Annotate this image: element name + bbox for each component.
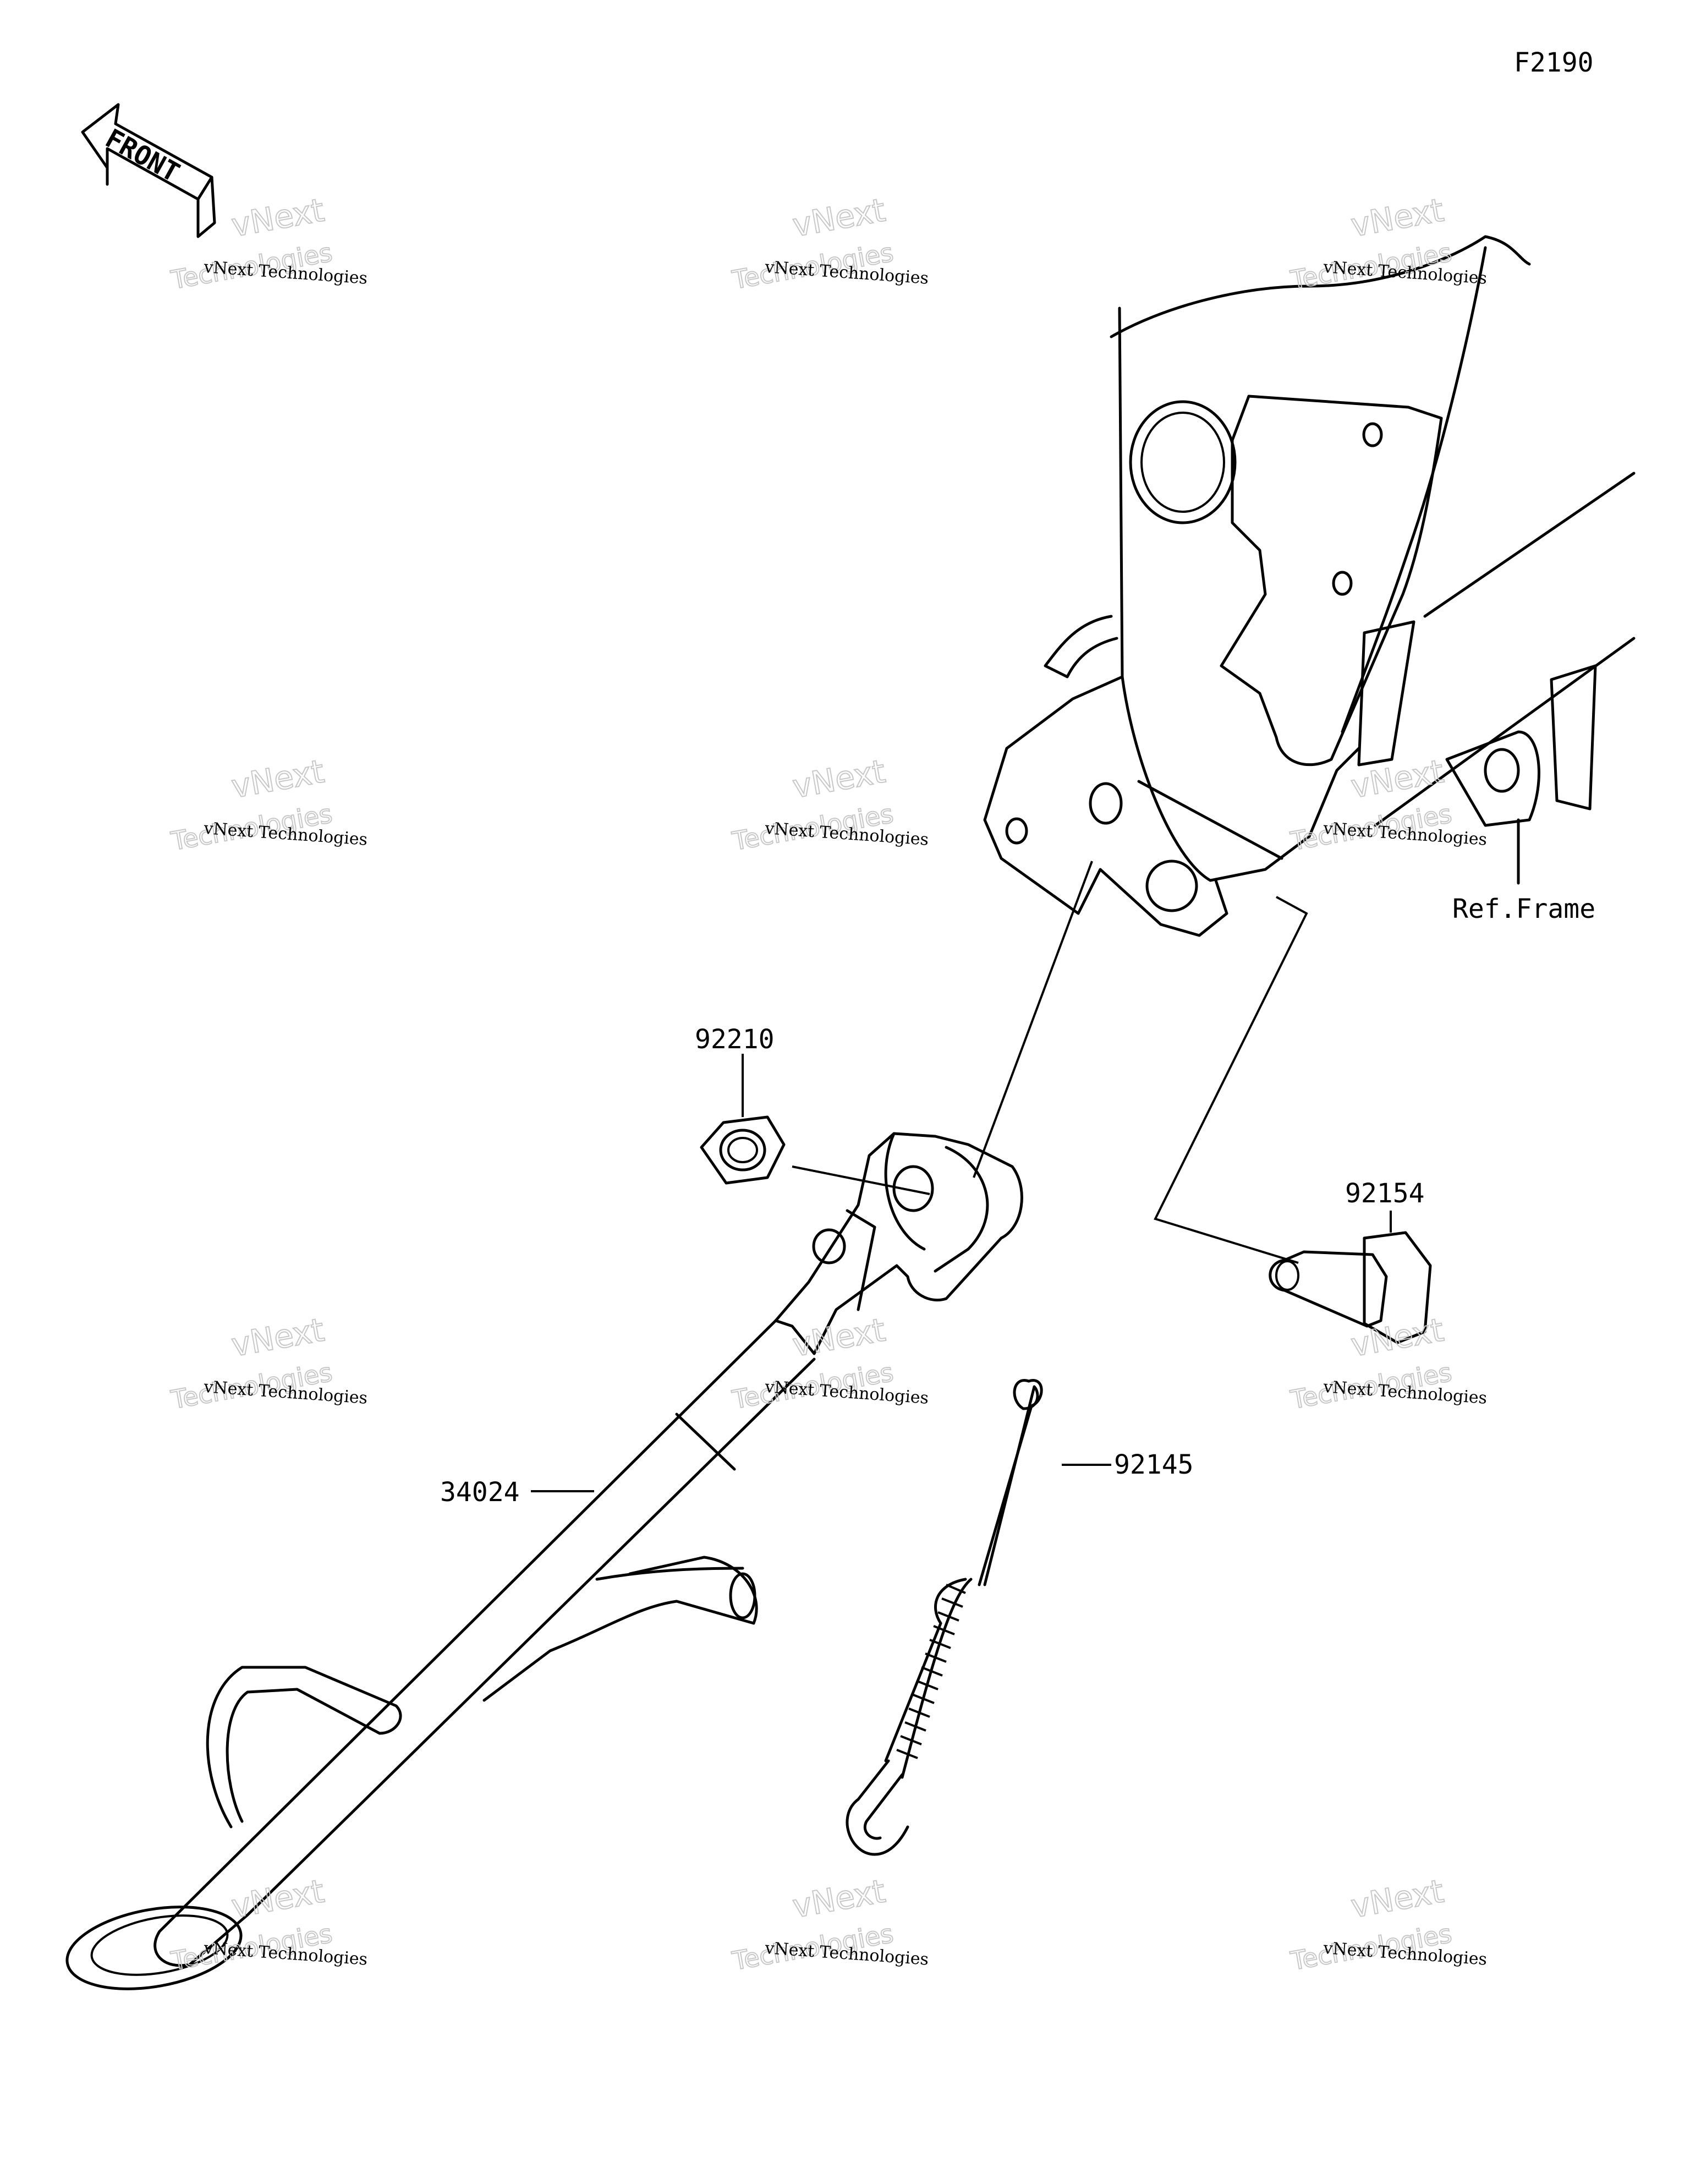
svg-text:vNext: vNext — [1348, 1872, 1447, 1925]
spring-92145 — [846, 1379, 1043, 1856]
svg-text:vNext: vNext — [1348, 752, 1447, 805]
front-arrow-icon: FRONT — [81, 103, 216, 238]
svg-text:vNext: vNext — [1348, 191, 1447, 244]
svg-text:vNext: vNext — [229, 191, 327, 244]
side-stand-34024 — [65, 1132, 1023, 1990]
assembly-line-left — [973, 861, 1093, 1178]
bolt-92154 — [1269, 1231, 1432, 1344]
figure-id: F2190 — [1514, 47, 1594, 78]
assembly-line-right — [1154, 896, 1308, 1264]
callout-92154: 92154 — [1345, 1178, 1425, 1209]
svg-text:vNext: vNext — [790, 752, 888, 805]
svg-text:vNext: vNext — [229, 1311, 327, 1364]
nut-92210 — [700, 1115, 786, 1185]
ref-frame-label: Ref.Frame — [1452, 894, 1595, 924]
svg-text:vNext: vNext — [1348, 1311, 1447, 1364]
svg-text:vNext: vNext — [790, 1872, 888, 1925]
frame-reference — [983, 235, 1636, 937]
svg-text:vNext: vNext — [229, 752, 327, 805]
callout-92210: 92210 — [695, 1024, 775, 1055]
front-label: FRONT — [100, 123, 185, 189]
callout-92145: 92145 — [1114, 1449, 1194, 1480]
nut-axis-line — [792, 1165, 930, 1195]
callout-34024: 34024 — [440, 1477, 520, 1508]
svg-text:vNext: vNext — [229, 1872, 327, 1925]
svg-text:vNext: vNext — [790, 1311, 888, 1364]
svg-text:vNext: vNext — [790, 191, 888, 244]
